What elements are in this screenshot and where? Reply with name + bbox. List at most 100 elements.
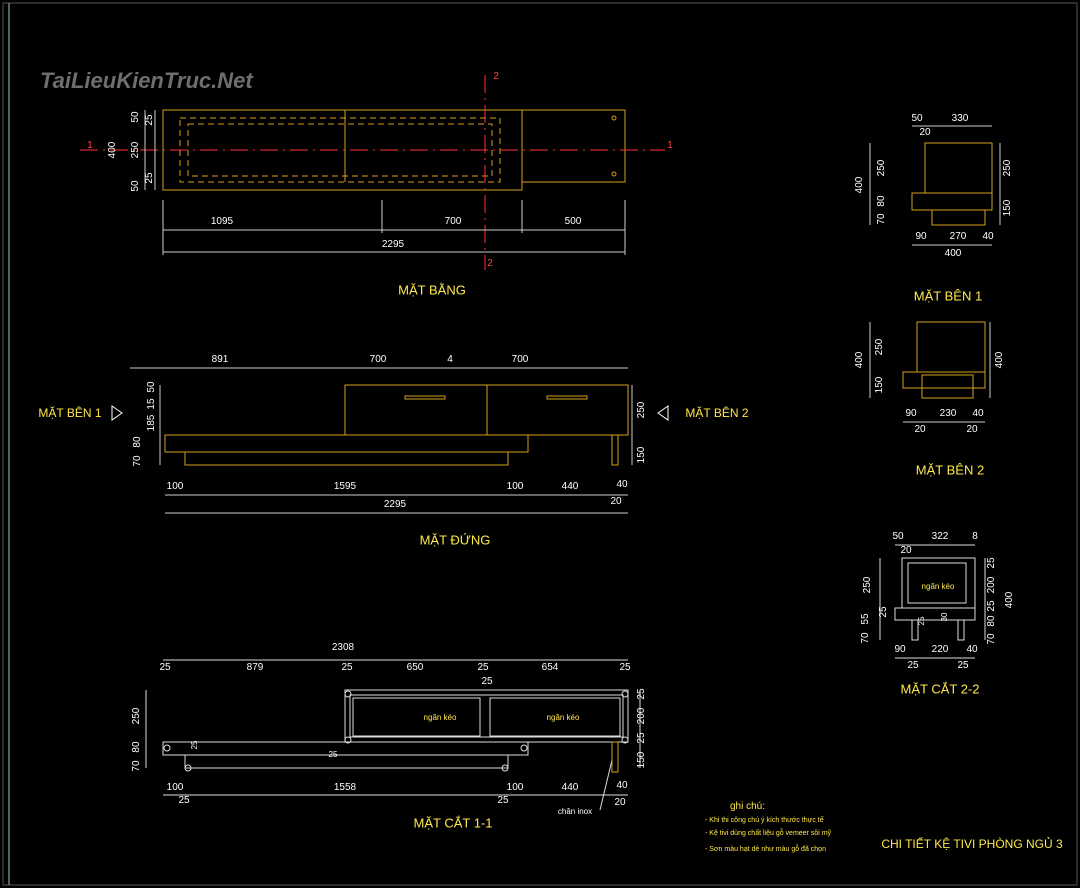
dim: 8 [972,531,978,542]
dim: 440 [561,782,579,793]
watermark: TaiLieuKienTruc.Net [40,68,253,93]
dim: 70 [986,633,997,645]
dim: 25 [144,114,155,126]
plan-dimensions [144,110,626,255]
drawing-title: CHI TIẾT KỆ TIVI PHÒNG NGỦ 3 [881,837,1063,851]
dim: 250 [862,576,873,594]
note-item: - Sơn màu hạt dẻ như màu gỗ đã chọn [705,846,826,853]
dim: 100 [166,481,184,492]
dim: 90 [894,644,906,655]
dim: 25 [497,795,509,806]
dim: 891 [211,354,229,365]
drawer-label: ngăn kéo [546,713,580,722]
dim: 150 [1002,199,1013,217]
dim: 20 [914,424,926,435]
dim: 100 [506,782,524,793]
dim: 150 [874,376,885,394]
dim: 2308 [331,642,355,653]
section-mark-2-bottom: 2 [487,258,493,269]
dim: 50 [146,381,157,393]
dim: 400 [1004,591,1015,609]
side2-marker-label: MẶT BÊN 2 [685,406,749,420]
dim: 650 [406,662,424,673]
side2-title: MẶT BÊN 2 [915,462,985,478]
dim: 30 [940,612,949,622]
section22-title: MẶT CẮT 2-2 [900,681,980,697]
dim: 25 [144,172,155,184]
dim: 440 [561,481,579,492]
dim: 70 [860,632,871,644]
dim: 220 [931,644,949,655]
side2-view [902,321,986,399]
dim: 90 [905,408,917,419]
dim: 15 [146,398,157,410]
dim: 25 [481,676,493,687]
dim: 80 [132,436,143,448]
section-1-1-view [145,659,641,811]
dim: 20 [614,797,626,808]
dim: 400 [107,141,118,159]
drawer-label: ngăn kéo [423,713,457,722]
elevation-dimensions [111,367,669,514]
dim: 70 [132,455,143,467]
dim: 250 [636,401,647,419]
dim: 50 [130,111,141,123]
dim: 4 [447,354,453,365]
dim: 25 [178,795,190,806]
side1-title: MẶT BÊN 1 [913,288,983,304]
dim: 1595 [333,481,357,492]
dim: 400 [994,351,1005,369]
leg-label: chân inox [557,807,593,816]
dim: 200 [986,576,997,594]
dim: 400 [944,248,962,259]
dim: 55 [860,613,871,625]
dim: 40 [972,408,984,419]
dim: 700 [444,216,462,227]
dim: 25 [957,660,969,671]
dim: 330 [951,113,969,124]
dim: 400 [854,351,865,369]
dim: 150 [636,751,647,769]
dim: 90 [915,231,927,242]
dim: 2295 [381,239,405,250]
dim: 25 [636,732,647,744]
dim: 25 [917,616,926,626]
dim: 40 [966,644,978,655]
elevation-view [164,384,629,466]
dim: 40 [982,231,994,242]
dim: 50 [892,531,904,542]
section11-title: MẶT CẮT 1-1 [413,815,493,831]
dim: 20 [919,127,931,138]
dim: 80 [876,195,887,207]
dim: 200 [636,707,647,725]
dim: 250 [131,707,142,725]
dim: 270 [949,231,967,242]
dim: 25 [477,662,489,673]
dim: 25 [878,606,889,618]
dim: 20 [900,545,912,556]
dim: 250 [874,338,885,356]
dim: 80 [986,615,997,627]
dim: 100 [166,782,184,793]
dim: 25 [190,740,199,750]
dim: 20 [966,424,978,435]
dim: 322 [931,531,949,542]
section-2-2-view [879,544,986,659]
drawer-label: ngăn kéo [921,582,955,591]
dim: 25 [619,662,631,673]
dim: 654 [541,662,559,673]
dim: 185 [146,414,157,432]
dim: 100 [506,481,524,492]
dim: 25 [907,660,919,671]
dim: 70 [131,760,142,772]
side1-view [911,142,993,226]
dim: 50 [911,113,923,124]
plan-title: MẶT BẰNG [398,282,466,298]
dim: 20 [610,496,622,507]
section-mark-1-left: 1 [87,140,93,151]
notes-heading: ghi chú: [730,801,766,812]
side1-marker-label: MẶT BÊN 1 [38,406,102,420]
